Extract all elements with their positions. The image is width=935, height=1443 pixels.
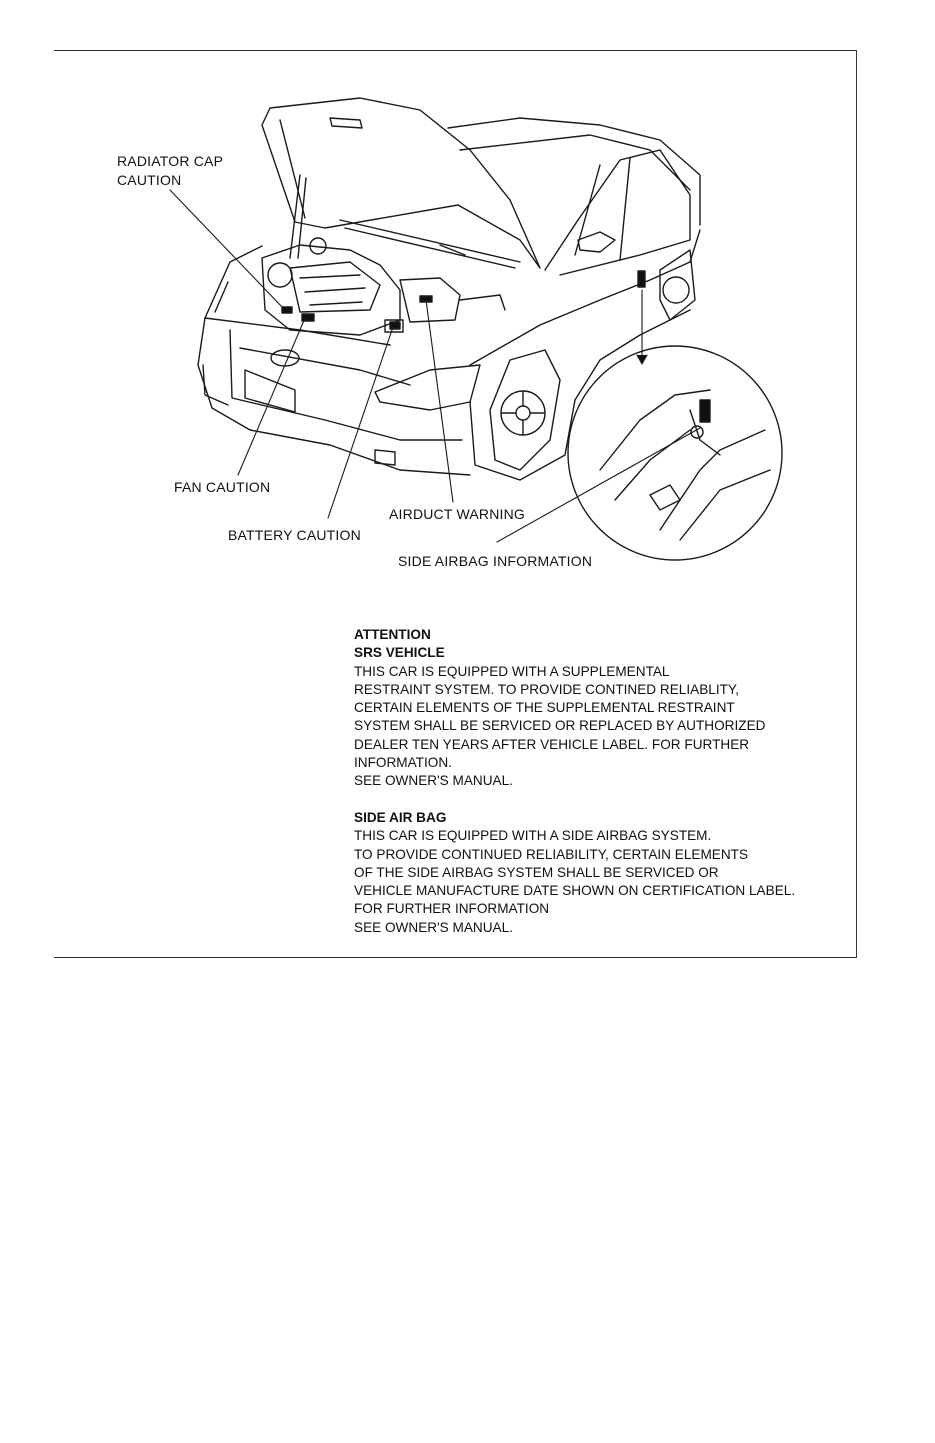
engine-bay: [261, 219, 521, 336]
srs-line: THIS CAR IS EQUIPPED WITH A SUPPLEMENTAL: [354, 663, 670, 679]
fan-caution-label: FAN CAUTION: [174, 479, 271, 495]
side-air-bag-notice: SIDE AIR BAG THIS CAR IS EQUIPPED WITH A…: [354, 809, 795, 937]
open-hood: [261, 97, 541, 269]
side-air-bag-heading: SIDE AIR BAG: [354, 810, 447, 825]
srs-line: RESTRAINT SYSTEM. TO PROVIDE CONTINED RE…: [354, 681, 739, 697]
srs-line: SYSTEM SHALL BE SERVICED OR REPLACED BY …: [354, 718, 766, 734]
side-air-bag-line: OF THE SIDE AIRBAG SYSTEM SHALL BE SERVI…: [354, 864, 719, 880]
label-markers: [281, 270, 646, 330]
car-body: [197, 117, 701, 481]
srs-line: INFORMATION.: [354, 755, 452, 771]
figure-frame: [54, 50, 857, 958]
side-airbag-information-label: SIDE AIRBAG INFORMATION: [398, 553, 593, 569]
srs-heading-vehicle: SRS VEHICLE: [354, 645, 445, 661]
side-airbag-detail-circle: [567, 345, 783, 561]
side-air-bag-line: SEE OWNER'S MANUAL.: [354, 919, 513, 935]
side-air-bag-line: THIS CAR IS EQUIPPED WITH A SIDE AIRBAG …: [354, 828, 712, 844]
airduct-warning-label: AIRDUCT WARNING: [389, 506, 525, 522]
side-air-bag-line: VEHICLE MANUFACTURE DATE SHOWN ON CERTIF…: [354, 883, 796, 899]
radiator-cap-caution-label: RADIATOR CAP CAUTION: [117, 153, 224, 188]
srs-notice: ATTENTION SRS VEHICLE THIS CAR IS EQUIPP…: [354, 626, 765, 791]
srs-line: CERTAIN ELEMENTS OF THE SUPPLEMENTAL RES…: [354, 700, 735, 716]
srs-line: DEALER TEN YEARS AFTER VEHICLE LABEL. FO…: [354, 736, 750, 752]
side-air-bag-line: TO PROVIDE CONTINUED RELIABILITY, CERTAI…: [354, 846, 749, 862]
battery-caution-label: BATTERY CAUTION: [228, 527, 361, 543]
side-air-bag-line: FOR FURTHER INFORMATION: [354, 901, 550, 917]
srs-line: SEE OWNER'S MANUAL.: [354, 773, 513, 789]
srs-heading-attention: ATTENTION: [354, 627, 431, 642]
